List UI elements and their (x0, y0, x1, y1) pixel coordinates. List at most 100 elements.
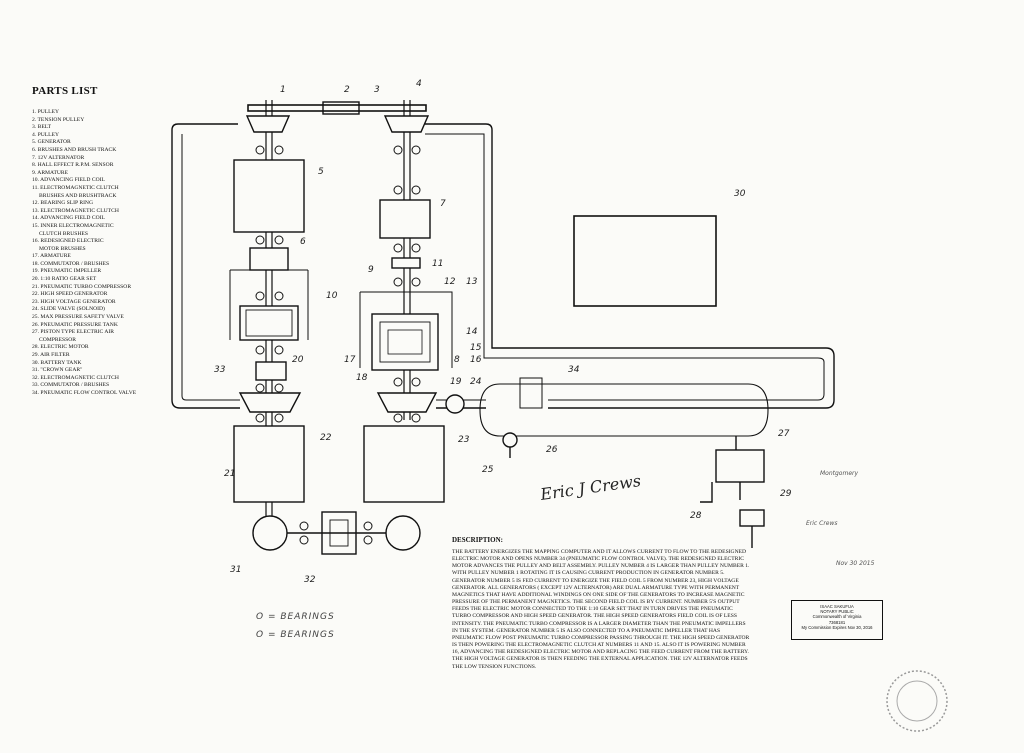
parts-list-item: BRUSHES AND BRUSHTRACK (32, 192, 117, 199)
air-compressor-27 (715, 449, 765, 483)
parts-list-title: PARTS LIST (32, 85, 98, 97)
parts-list-item: 3. BELT (32, 124, 52, 131)
parts-list-item: 7. 12V ALTERNATOR (32, 154, 85, 161)
sensor-8 (391, 257, 421, 269)
diagram-label-5: 5 (318, 167, 324, 177)
parts-list-item: 14. ADVANCING FIELD COIL (32, 215, 105, 222)
diagram-label-33: 33 (214, 365, 226, 375)
diagram-label-28: 28 (690, 511, 702, 521)
slide-valve-34 (519, 377, 543, 409)
notary-line: My Commission Expires Nov 30, 2016 (801, 624, 873, 630)
parts-list-item: 29. AIR FILTER (32, 352, 70, 358)
parts-list-item: 6. BRUSHES AND BRUSH TRACK (32, 146, 117, 153)
crown-gear-31-right (385, 515, 421, 551)
high-voltage-generator-23 (363, 425, 445, 503)
pulley-4 (383, 115, 430, 133)
safety-valve-25 (502, 432, 518, 448)
parts-list-item: 22. HIGH SPEED GENERATOR (32, 291, 108, 298)
parts-list-item: 26. PNEUMATIC PRESSURE TANK (32, 321, 118, 328)
diagram-label-25: 25 (482, 465, 494, 475)
parts-list-item: 27. PISTON TYPE ELECTRIC AIR (32, 329, 114, 336)
diagram-label-29: 29 (780, 489, 792, 499)
housing-left (229, 269, 309, 340)
parts-list-item: 30. BATTERY TANK (32, 359, 82, 366)
notary-signer: Eric Crews (806, 520, 838, 527)
parts-list-item: 32. ELECTROMAGNETIC CLUTCH (32, 374, 119, 381)
diagram-label-24: 24 (470, 377, 482, 387)
clutch-13 (371, 313, 439, 371)
parts-list-item: 9. ARMATURE (32, 169, 69, 176)
diagram-label-19: 19 (450, 377, 462, 387)
diagram-label-26: 26 (546, 445, 558, 455)
notary-line: NOTARY PUBLIC (820, 609, 854, 615)
housing-right (359, 291, 453, 368)
parts-list-item: 20. 1:10 RATIO GEAR SET (32, 276, 97, 283)
parts-list-item: 13. ELECTROMAGNETIC CLUTCH (32, 207, 119, 214)
parts-list-item: 24. SLIDE VALVE (SOLNOID) (32, 306, 105, 313)
crown-gear-31-left (252, 515, 288, 551)
high-speed-generator-22 (233, 425, 305, 503)
diagram-label-4: 4 (416, 79, 422, 89)
flow-valve-24 (445, 394, 465, 414)
parts-list-item: CLUTCH BRUSHES (32, 230, 88, 237)
diagram-label-32: 32 (304, 575, 316, 585)
diagram-label-15: 15 (470, 343, 482, 353)
parts-list-item: 25. MAX PRESSURE SAFETY VALVE (32, 314, 124, 321)
impeller-19 (376, 392, 438, 413)
legend-bearings-1: O = BEARINGS (256, 612, 335, 622)
diagram-label-18: 18 (356, 373, 368, 383)
diagram-label-23: 23 (458, 435, 470, 445)
description-title: DESCRIPTION: (452, 536, 503, 544)
parts-list-item: 10. ADVANCING FIELD COIL (32, 177, 105, 184)
parts-list-item: 31. "CROWN GEAR" (32, 367, 83, 374)
notary-date: Nov 30 2015 (836, 560, 875, 567)
parts-list-item: 16. REDESIGNED ELECTRIC (32, 238, 104, 245)
diagram-label-8: 8 (454, 355, 460, 365)
parts-list-item: 34. PNEUMATIC FLOW CONTROL VALVE (32, 389, 137, 396)
parts-list-item: 18. COMMUTATOR / BRUSHES (32, 260, 110, 267)
diagram-label-10: 10 (326, 291, 338, 301)
parts-list-item: 21. PNEUMATIC TURBO COMPRESSOR (32, 283, 132, 290)
parts-list-item: 33. COMMUTATOR / BRUSHES (32, 382, 110, 389)
parts-list-item: 12. BEARING SLIP RING (32, 200, 94, 207)
battery-30 (573, 215, 717, 307)
armature-left (239, 305, 299, 341)
parts-list-item: 15. INNER ELECTROMAGNETIC (32, 222, 114, 229)
notary-seal (886, 670, 948, 732)
turbo-compressor-21 (238, 392, 302, 413)
diagram-label-12: 12 (444, 277, 456, 287)
notary-line: 7368181 (828, 619, 846, 625)
diagram-label-7: 7 (440, 199, 446, 209)
motor-28 (700, 482, 741, 503)
parts-list-item: 5. GENERATOR (32, 139, 71, 146)
diagram-label-11: 11 (432, 259, 443, 269)
diagram-label-30: 30 (734, 189, 746, 199)
notary-line: ISAAC SAKUFUA (820, 604, 854, 609)
parts-list-item: 2. TENSION PULLEY (32, 116, 85, 123)
legend-bearings-2: O = BEARINGS (256, 630, 335, 640)
diagram-label-27: 27 (778, 429, 790, 439)
parts-list-item: 1. PULLEY (32, 109, 60, 115)
parts-list-item: 28. ELECTRIC MOTOR (32, 344, 89, 351)
notary-county: Montgomery (820, 470, 859, 477)
diagram-label-22: 22 (320, 433, 332, 443)
diagram-label-17: 17 (344, 355, 356, 365)
gear-box-20 (255, 361, 287, 381)
tension-pulley (322, 101, 360, 115)
brush-track-6 (249, 247, 289, 271)
alternator-7 (379, 199, 431, 239)
parts-list-item: 11. ELECTROMAGNETIC CLUTCH (32, 184, 119, 191)
bearings (255, 145, 421, 545)
parts-list-item: 4. PULLEY (32, 131, 60, 138)
diagram-label-9: 9 (368, 265, 374, 275)
diagram-label-21: 21 (224, 469, 235, 479)
parts-list-item: COMPRESSOR (32, 336, 76, 343)
pressure-tank-26 (479, 383, 769, 437)
parts-list-item: 8. HALL EFFECT R.P.M. SENSOR (32, 162, 114, 169)
generator-5 (233, 159, 305, 233)
diagram-label-34: 34 (568, 365, 580, 375)
belt (247, 104, 427, 112)
